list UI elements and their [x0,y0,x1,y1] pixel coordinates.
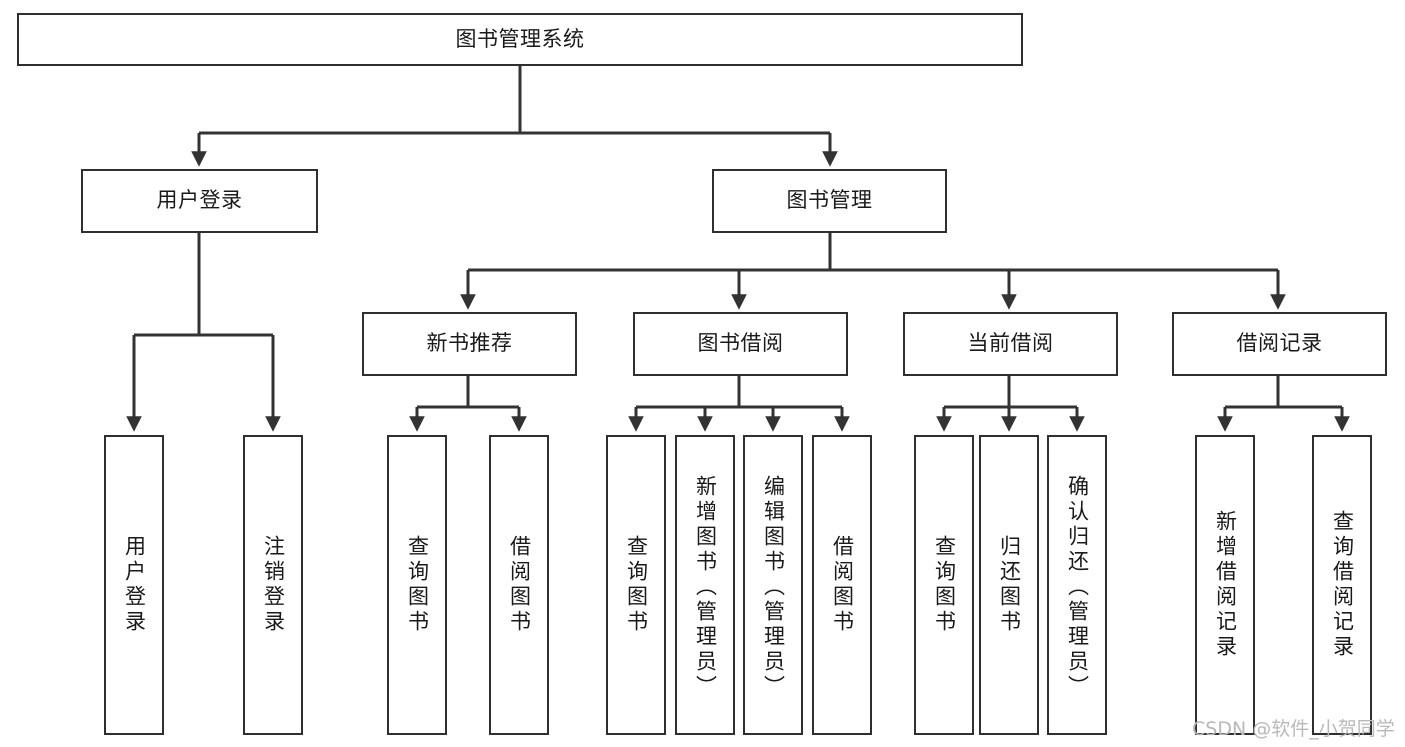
node-borrow-record[interactable]: 借阅记录 [1172,312,1387,376]
node-book-management[interactable]: 图书管理 [712,169,947,233]
node-label: 新增图书（管理员） [693,474,718,700]
node-label: 确认归还（管理员） [1065,474,1090,700]
node-user-login[interactable]: 用户登录 [81,169,318,233]
leaf-confirm-return[interactable]: 确认归还（管理员） [1047,435,1107,735]
leaf-return-book[interactable]: 归还图书 [979,435,1039,735]
node-current-borrow[interactable]: 当前借阅 [903,312,1118,376]
node-label: 借阅图书 [830,535,855,635]
leaf-edit-book[interactable]: 编辑图书（管理员） [743,435,803,735]
leaf-user-logout[interactable]: 注销登录 [243,435,303,735]
leaf-add-borrow-record[interactable]: 新增借阅记录 [1195,435,1255,735]
leaf-borrow-book[interactable]: 借阅图书 [812,435,872,735]
node-label: 图书管理 [786,188,873,213]
node-label: 查询图书 [932,535,957,635]
leaf-query-borrow-record[interactable]: 查询借阅记录 [1312,435,1372,735]
node-label: 用户登录 [122,535,147,635]
node-label: 编辑图书（管理员） [761,474,786,700]
node-label: 当前借阅 [967,331,1054,356]
node-label: 图书管理系统 [455,26,585,51]
leaf-user-login[interactable]: 用户登录 [104,435,164,735]
node-label: 查询借阅记录 [1330,510,1355,660]
node-root-system[interactable]: 图书管理系统 [17,13,1023,66]
node-label: 新增借阅记录 [1213,510,1238,660]
node-book-borrow[interactable]: 图书借阅 [633,312,848,376]
leaf-query-book-recommend[interactable]: 查询图书 [387,435,447,735]
node-label: 新书推荐 [426,331,513,356]
node-label: 借阅记录 [1236,331,1323,356]
csdn-watermark: CSDN @软件_小贺同学 [1192,718,1395,740]
node-label: 用户登录 [156,188,243,213]
leaf-add-book[interactable]: 新增图书（管理员） [675,435,735,735]
node-label: 图书借阅 [697,331,784,356]
leaf-query-book-borrow[interactable]: 查询图书 [606,435,666,735]
node-label: 归还图书 [997,535,1022,635]
node-label: 查询图书 [405,535,430,635]
node-label: 借阅图书 [507,535,532,635]
node-new-book-recommend[interactable]: 新书推荐 [362,312,577,376]
leaf-borrow-book-recommend[interactable]: 借阅图书 [489,435,549,735]
node-label: 注销登录 [261,535,286,635]
node-label: 查询图书 [624,535,649,635]
leaf-query-book-current[interactable]: 查询图书 [914,435,974,735]
